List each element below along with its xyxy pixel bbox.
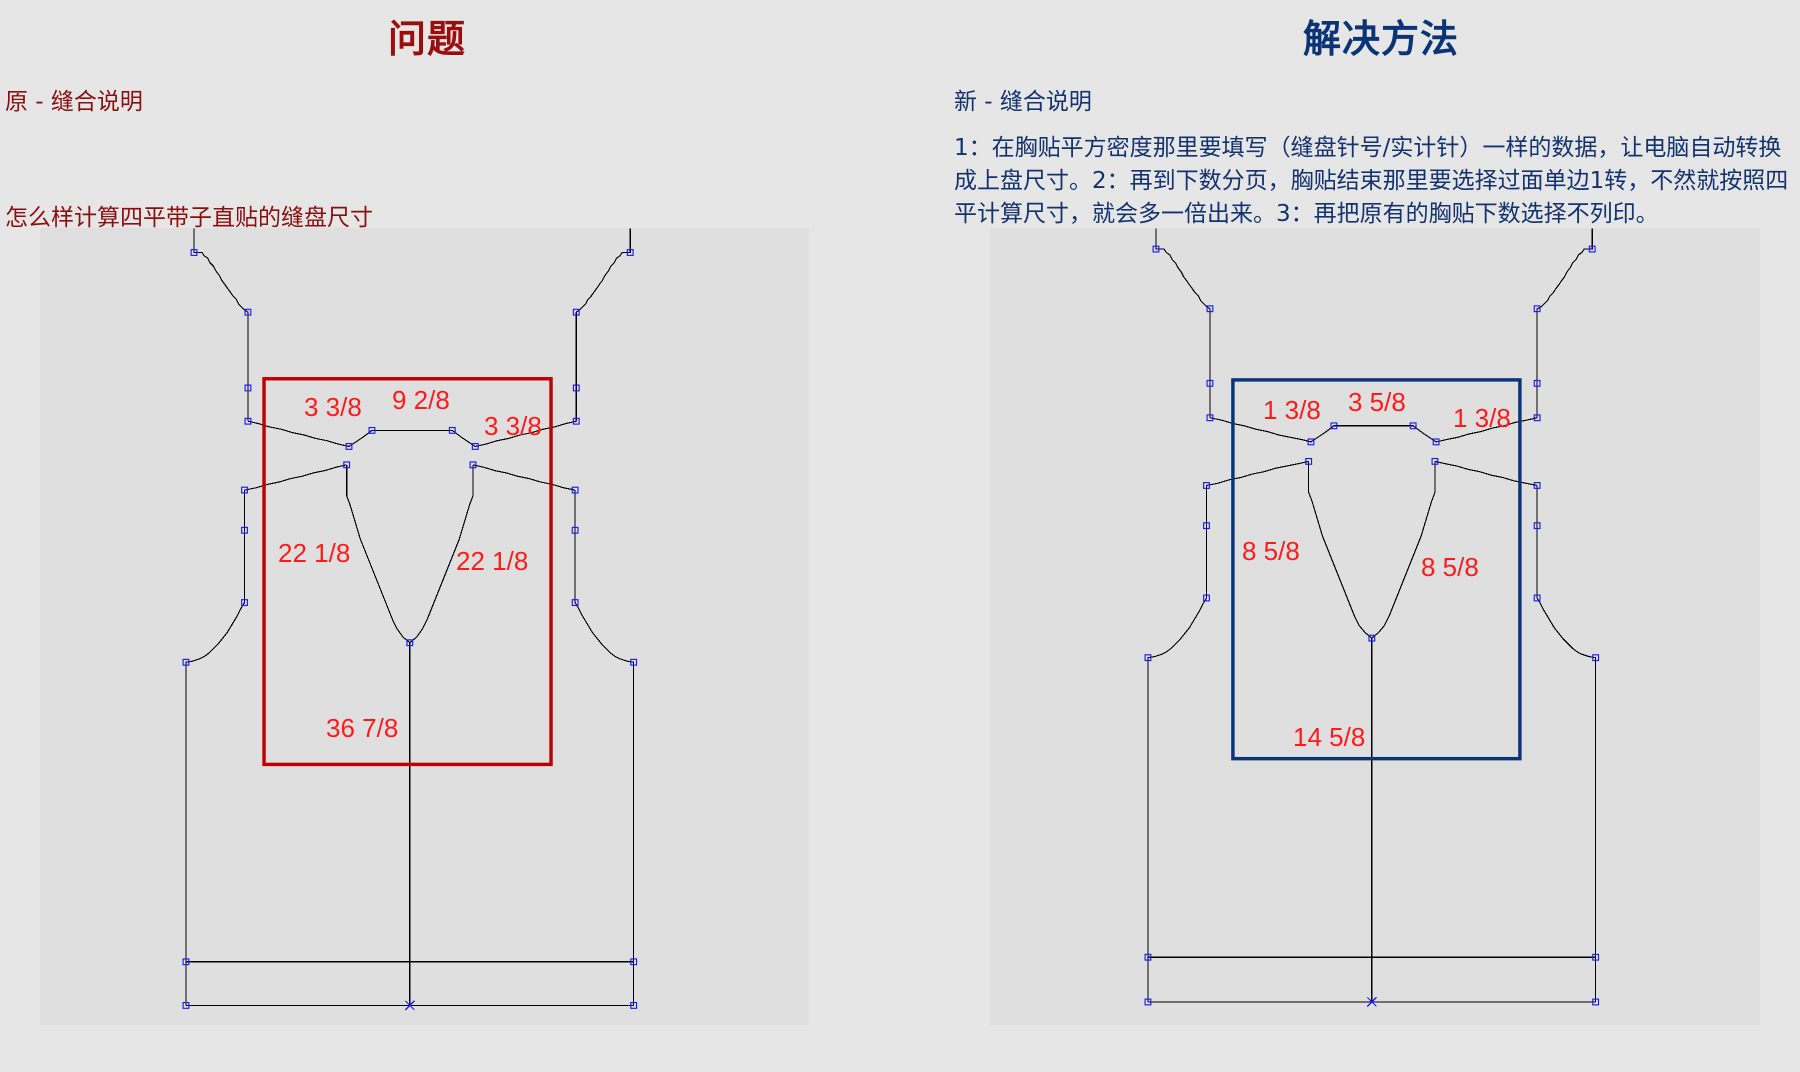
problem-question: 怎么样计算四平带子直贴的缝盘尺寸 [5, 205, 373, 231]
problem-back-neck-measure: 9 2/8 [392, 385, 450, 415]
solution-shoulder-left-measure: 1 3/8 [1263, 395, 1321, 425]
problem-shoulder-right-measure: 3 3/8 [484, 411, 542, 441]
solution-bottom-measure: 14 5/8 [1293, 722, 1366, 752]
problem-placket-right-measure: 22 1/8 [456, 546, 529, 576]
original-sewing-instructions-label: 原 - 缝合说明 [5, 89, 143, 115]
solution-description: 1：在胸贴平方密度那里要填写（缝盘针号/实计针）一样的数据，让电脑自动转换成上盘… [954, 135, 1789, 227]
original-pattern-canvas [40, 228, 809, 1025]
problem-placket-left-measure: 22 1/8 [278, 538, 351, 568]
problem-bottom-measure: 36 7/8 [326, 713, 399, 743]
problem-shoulder-left-measure: 3 3/8 [304, 392, 362, 422]
problem-highlight-box [262, 377, 553, 767]
solution-highlight-box [1231, 378, 1522, 761]
solution-shoulder-right-measure: 1 3/8 [1453, 403, 1511, 433]
solution-title: 解决方法 [1303, 17, 1460, 61]
solution-back-neck-measure: 3 5/8 [1348, 387, 1406, 417]
solution-placket-left-measure: 8 5/8 [1242, 536, 1300, 566]
new-pattern-canvas [990, 228, 1760, 1025]
new-sewing-instructions-label: 新 - 缝合说明 [954, 89, 1092, 115]
new-pattern [1147, 228, 1597, 1007]
solution-placket-right-measure: 8 5/8 [1421, 552, 1479, 582]
problem-title: 问题 [388, 17, 467, 61]
original-pattern [185, 228, 635, 1011]
